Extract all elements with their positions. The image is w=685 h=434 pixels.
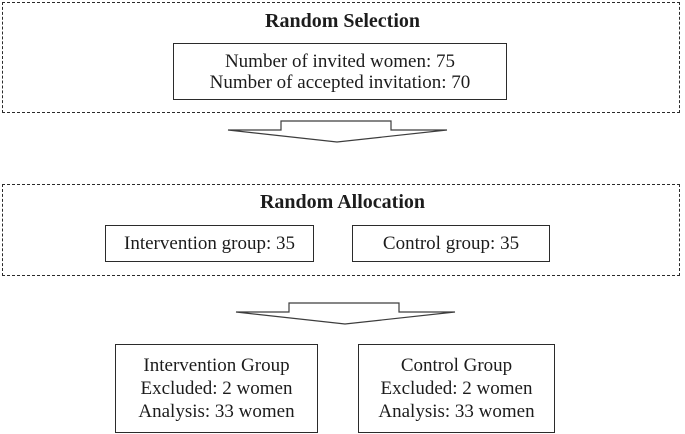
control-group-count-text: Control group: 35 [382,233,520,254]
accepted-count-text: Number of accepted invitation: 70 [209,71,471,93]
random-selection-section [2,2,680,113]
random-allocation-section [2,184,680,276]
invited-count-text: Number of invited women: 75 [224,50,456,72]
intervention-group-count-text: Intervention group: 35 [124,233,295,254]
control-analysis-box: Control Group Excluded: 2 women Analysis… [358,344,555,433]
random-allocation-title: Random Allocation [259,191,426,213]
intervention-group-box: Intervention group: 35 [105,225,314,262]
down-arrow-icon [227,120,448,143]
down-arrow-icon [235,302,456,325]
control-group-box: Control group: 35 [352,225,550,262]
invitation-numbers-box: Number of invited women: 75 Number of ac… [173,43,507,100]
intervention-analyzed-text: Analysis: 33 women [138,401,295,422]
intervention-analysis-title: Intervention Group [143,355,290,376]
control-analyzed-text: Analysis: 33 women [378,401,535,422]
intervention-excluded-text: Excluded: 2 women [140,378,293,399]
random-selection-title: Random Selection [265,10,420,32]
intervention-analysis-box: Intervention Group Excluded: 2 women Ana… [115,344,318,433]
control-excluded-text: Excluded: 2 women [380,378,533,399]
control-analysis-title: Control Group [400,355,513,376]
